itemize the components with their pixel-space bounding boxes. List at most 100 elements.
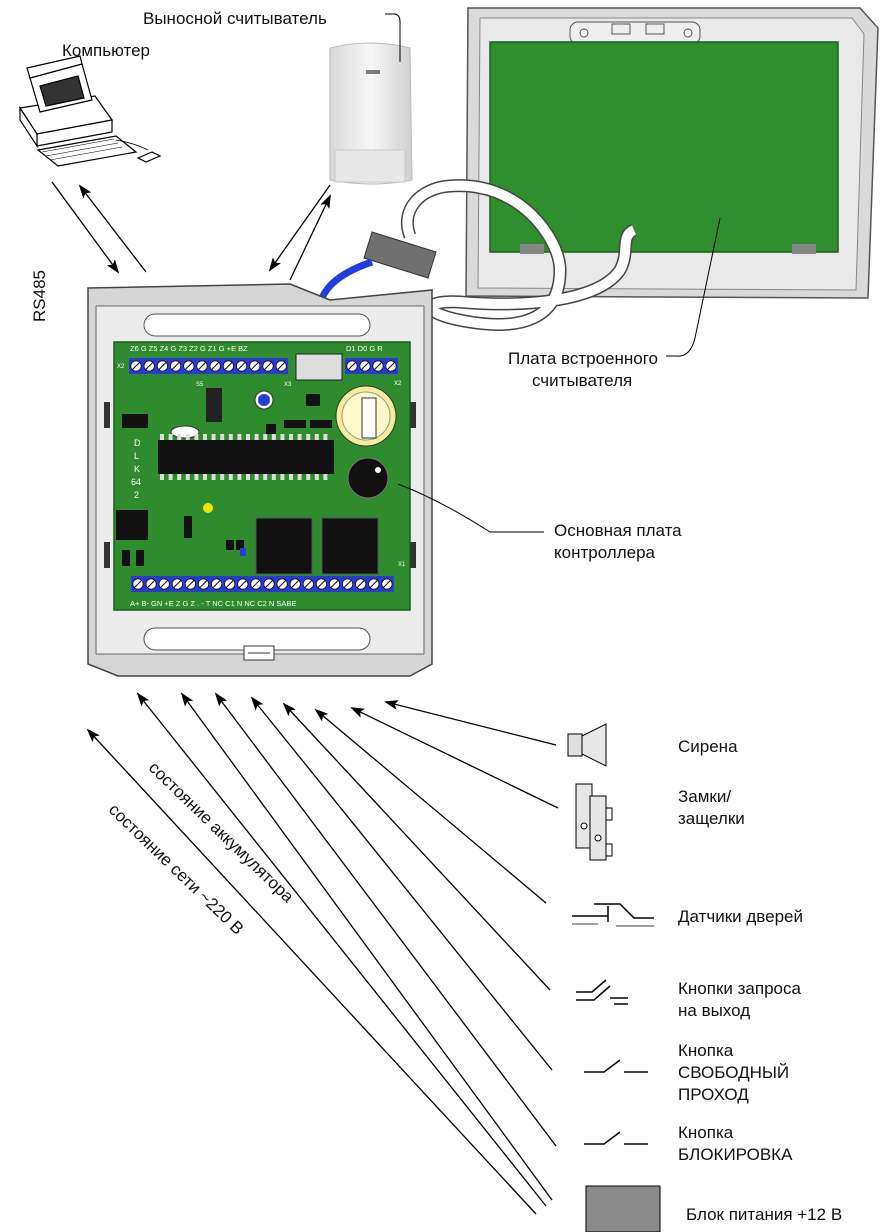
top-terminal-marks: Z6 G Z5 Z4 G Z3 Z2 G Z1 G +E BZ [130, 344, 248, 353]
chip-pin [271, 474, 276, 480]
main-board-label-line1: Основная плата [554, 521, 682, 540]
x3-mark: X3 [284, 382, 292, 388]
x1-mark: X1 [398, 562, 406, 568]
chip-pins [160, 434, 328, 480]
ribbon-connector [363, 231, 437, 279]
chip-pin [323, 474, 328, 480]
chip-pin [194, 434, 199, 440]
chip-pin [289, 434, 293, 440]
chip-pin [220, 474, 225, 480]
terminal-screw-slot [277, 362, 286, 370]
free-pass-button-icon [584, 1059, 648, 1073]
terminal-screw-slot [198, 362, 206, 370]
terminal-screw-slot [212, 580, 221, 588]
power-supply-icon [585, 1185, 661, 1232]
computer-icon [18, 55, 162, 167]
terminal-screw-slot [173, 580, 182, 588]
terminal-screw-slot [250, 362, 259, 370]
builtin-reader-cover [465, 7, 879, 299]
chip-pin [263, 434, 268, 440]
terminal-screw-slot [264, 362, 272, 370]
builtin-reader-label: Плата встроенного считывателя [508, 348, 658, 392]
chip-pin [323, 434, 328, 440]
chip-pin [314, 434, 319, 440]
terminal-screw-slot [317, 580, 326, 588]
chip-pin [271, 434, 276, 440]
terminal-screw-slot [134, 580, 142, 588]
terminal-screw-slot [186, 580, 195, 588]
x2-mark: X2 [117, 364, 125, 370]
terminal-bar [345, 358, 398, 374]
chip-pin [211, 434, 216, 440]
terminal-screw-slot [356, 580, 365, 588]
chip-pin [306, 434, 311, 440]
chip-pin [177, 474, 182, 480]
lock-icon [575, 783, 613, 861]
terminal-screw-slot [158, 362, 167, 370]
rs485-label: RS485 [30, 270, 49, 322]
power-supply-label: Блок питания +12 В [686, 1205, 843, 1224]
terminal-screw-slot [343, 580, 352, 588]
free-pass-label: Кнопка СВОБОДНЫЙ ПРОХОД [678, 1040, 789, 1106]
chip-pin [237, 474, 242, 480]
free-pass-label-line3: ПРОХОД [678, 1085, 749, 1104]
free-pass-label-line2: СВОБОДНЫЙ [678, 1063, 790, 1082]
terminal-screw-slot [147, 580, 155, 588]
terminal-screw-slot [225, 580, 234, 588]
reader-arrow-down [268, 184, 331, 272]
terminal-bar [129, 358, 289, 374]
chip-pin [306, 474, 311, 480]
chip-label-l: L [134, 451, 139, 461]
terminal-screw-slot [291, 580, 300, 588]
main-board: Z6 G Z5 Z4 G Z3 Z2 G Z1 G +E BZ D1 D0 G … [113, 341, 411, 611]
terminal-screw-slot [278, 580, 286, 588]
chip-label-64: 64 [131, 477, 141, 487]
terminal-screw-slot [252, 580, 260, 588]
main-board-label: Основная плата контроллера [554, 520, 682, 564]
locks-label-line2: защелки [678, 809, 745, 828]
chip-pin [168, 474, 173, 480]
chip-pin [314, 474, 319, 480]
terminal-screw-slot [369, 580, 378, 588]
block-label-line1: Кнопка [678, 1123, 734, 1142]
chip-label-k: K [134, 464, 140, 474]
main-board-label-line2: контроллера [554, 543, 655, 562]
chip-pin [168, 434, 173, 440]
chip-label-2: 2 [134, 490, 139, 500]
terminal-screw-slot [171, 362, 180, 370]
input-arrows [86, 692, 559, 1215]
bottom-terminal-marks: A+ B- GN +E Z G Z . - T NC C1 N NC C2 N … [130, 599, 296, 608]
x2-right-mark: X2 [394, 381, 402, 387]
main-board-leader [397, 483, 544, 533]
siren-label: Сирена [678, 737, 738, 756]
terminal-screw-slot [383, 580, 391, 588]
chip-label-d: D [134, 438, 141, 448]
chip-pin [185, 474, 190, 480]
chip-pin [246, 474, 250, 480]
block-label: Кнопка БЛОКИРОВКА [678, 1122, 792, 1166]
exit-buttons-label-line1: Кнопки запроса [678, 979, 801, 998]
builtin-reader-leader [666, 217, 721, 357]
exit-buttons-label-line2: на выход [678, 1001, 751, 1020]
terminal-screw-slot [330, 580, 339, 588]
chip-pin [211, 474, 216, 480]
terminal-screw-slot [237, 362, 246, 370]
chip-pin [228, 434, 233, 440]
terminal-screw-slot [160, 580, 169, 588]
terminal-bar [131, 576, 394, 592]
exit-button-icon [576, 979, 628, 1005]
terminal-screw-slot [199, 580, 208, 588]
remote-reader-label: Выносной считыватель [143, 9, 327, 28]
terminal-screw-slot [238, 580, 247, 588]
locks-label-line1: Замки/ [678, 787, 732, 806]
exit-buttons-label: Кнопки запроса на выход [678, 978, 801, 1022]
chip-pin [237, 434, 242, 440]
block-button-icon [584, 1131, 648, 1145]
siren-icon [567, 723, 607, 767]
chip-pin [160, 474, 164, 480]
chip-pin [280, 474, 285, 480]
remote-reader-icon [329, 42, 413, 185]
block-label-line2: БЛОКИРОВКА [678, 1145, 793, 1164]
s5-mark: S5 [196, 382, 204, 388]
